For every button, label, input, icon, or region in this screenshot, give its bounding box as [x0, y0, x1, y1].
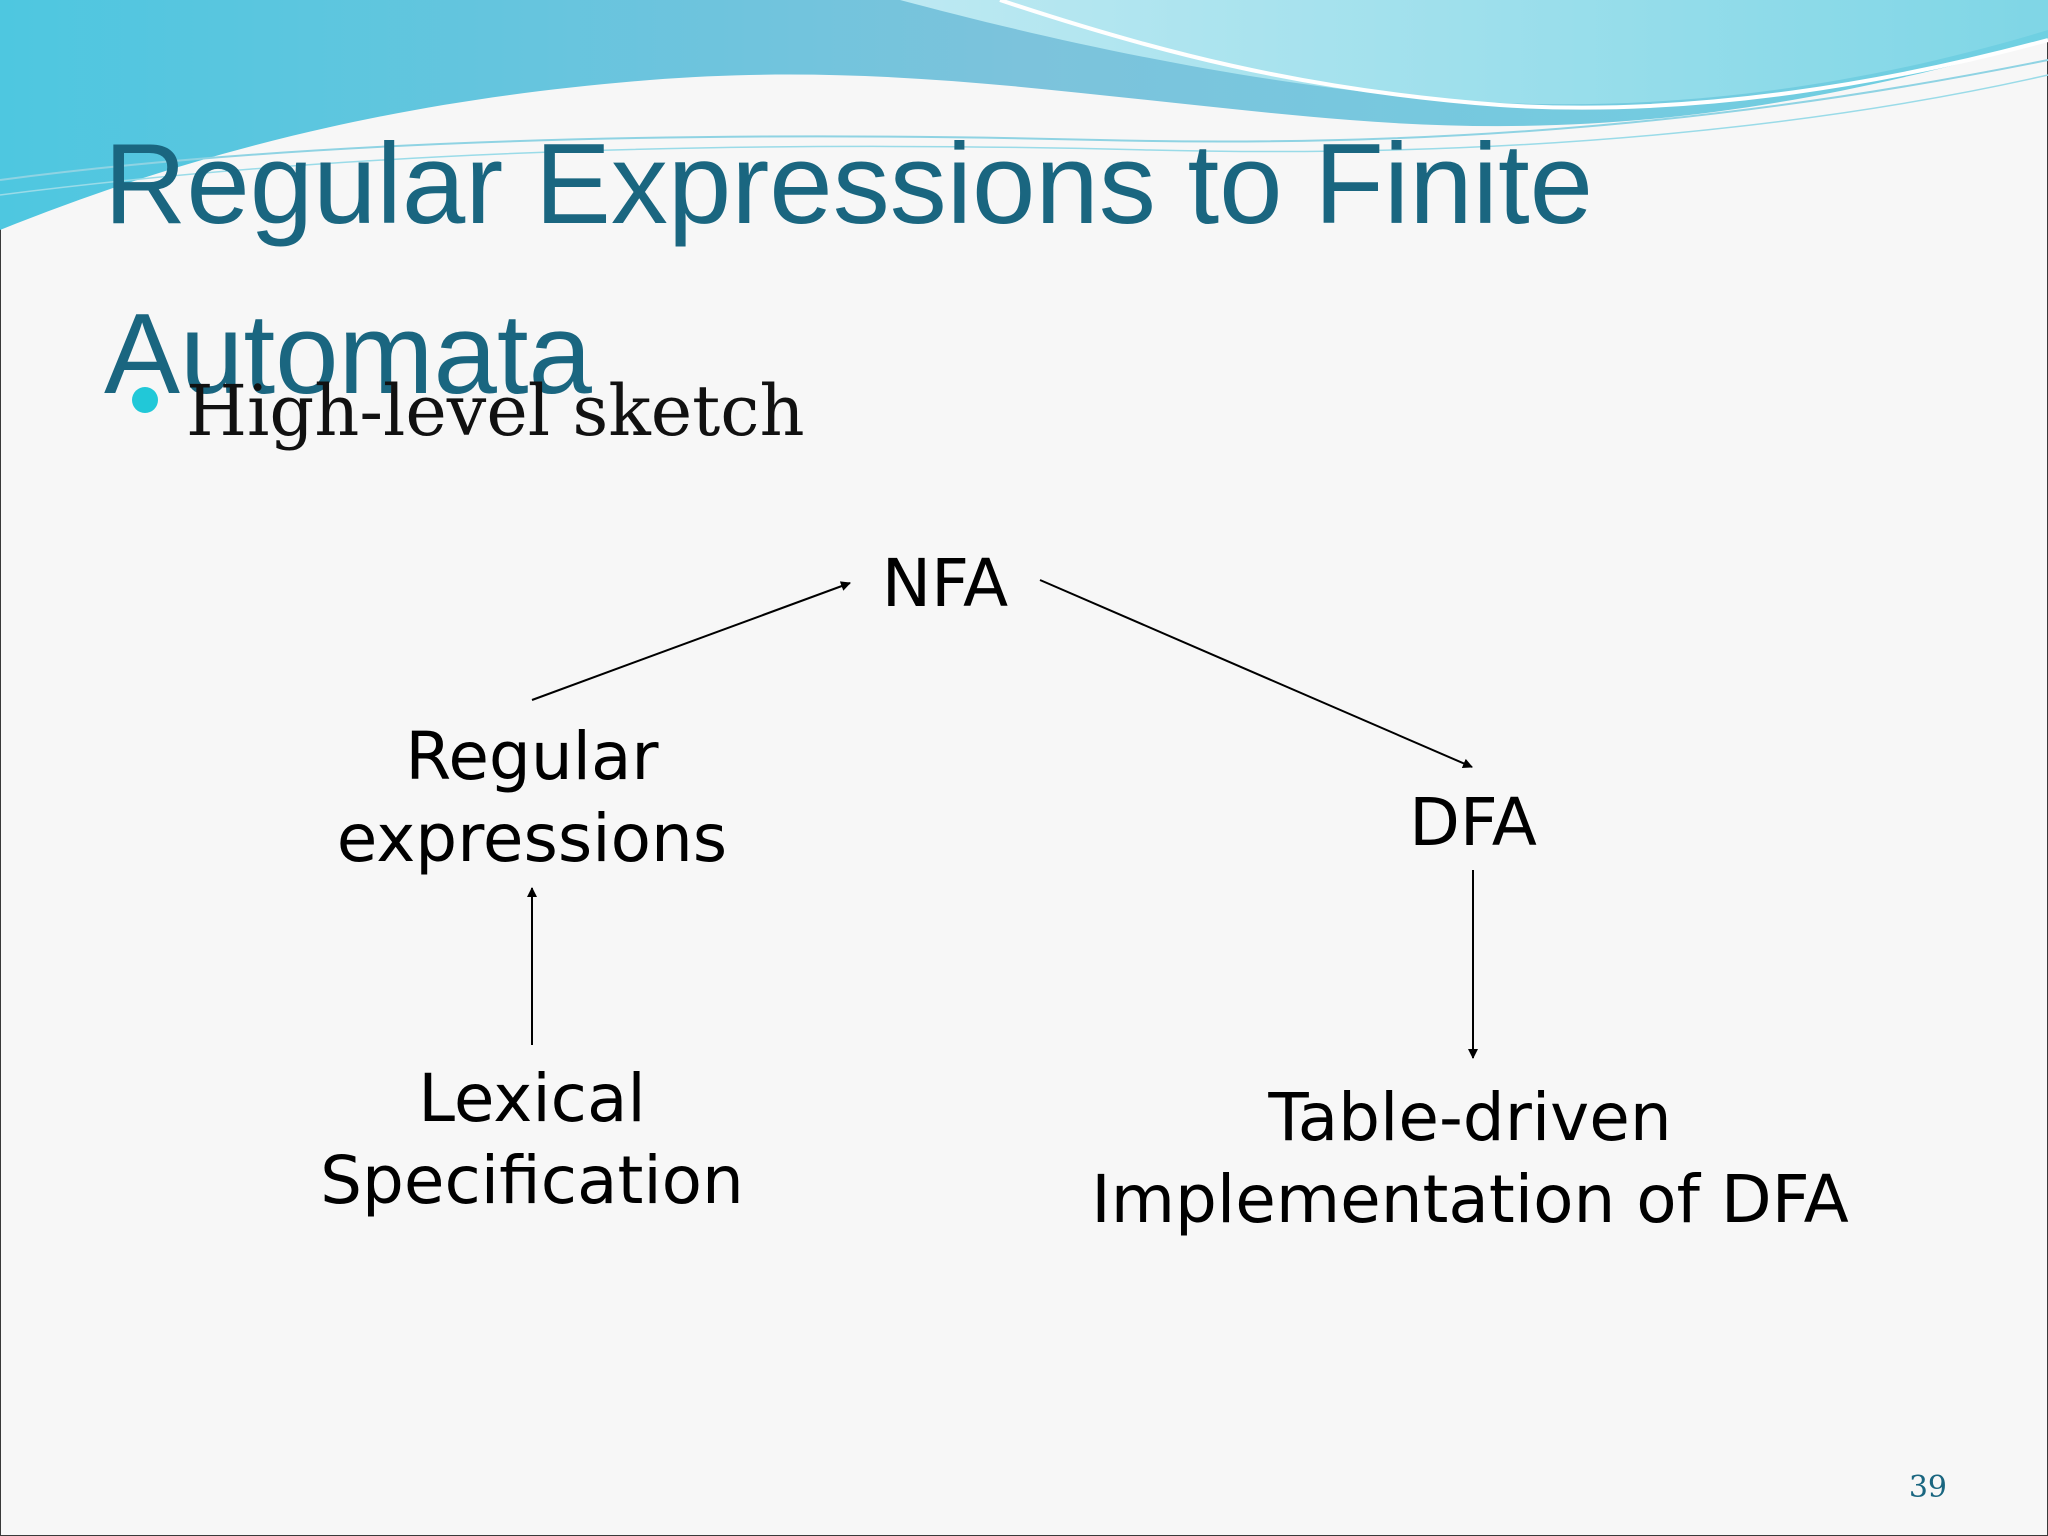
node-nfa-line: NFA — [881, 545, 1009, 622]
node-dfa-line: DFA — [1409, 784, 1537, 861]
arrow-nfa-to-dfa — [1039, 579, 1473, 769]
bullet-dot-icon — [132, 387, 158, 413]
bullet-text: High-level sketch — [186, 370, 805, 452]
node-regular-expressions: Regular expressions — [337, 716, 727, 880]
node-regex-line-1: Regular — [405, 718, 659, 795]
arrow-regex-to-nfa — [531, 581, 851, 701]
header-wave-decoration — [0, 0, 2048, 230]
slide-title: Regular Expressions to Finite Automata — [104, 121, 1594, 418]
node-table-driven-implementation: Table-driven Implementation of DFA — [1091, 1077, 1849, 1241]
node-lexical-line-2: Specification — [320, 1142, 744, 1219]
node-regex-line-2: expressions — [336, 800, 728, 877]
node-dfa: DFA — [1409, 782, 1537, 864]
bullet-item: High-level sketch — [132, 370, 805, 452]
node-table-line-1: Table-driven — [1268, 1079, 1672, 1156]
node-table-line-2: Implementation of DFA — [1091, 1161, 1849, 1238]
node-nfa: NFA — [882, 543, 1008, 625]
page-number: 39 — [1908, 1470, 1947, 1505]
node-lexical-line-1: Lexical — [418, 1060, 646, 1137]
node-lexical-specification: Lexical Specification — [320, 1058, 744, 1222]
